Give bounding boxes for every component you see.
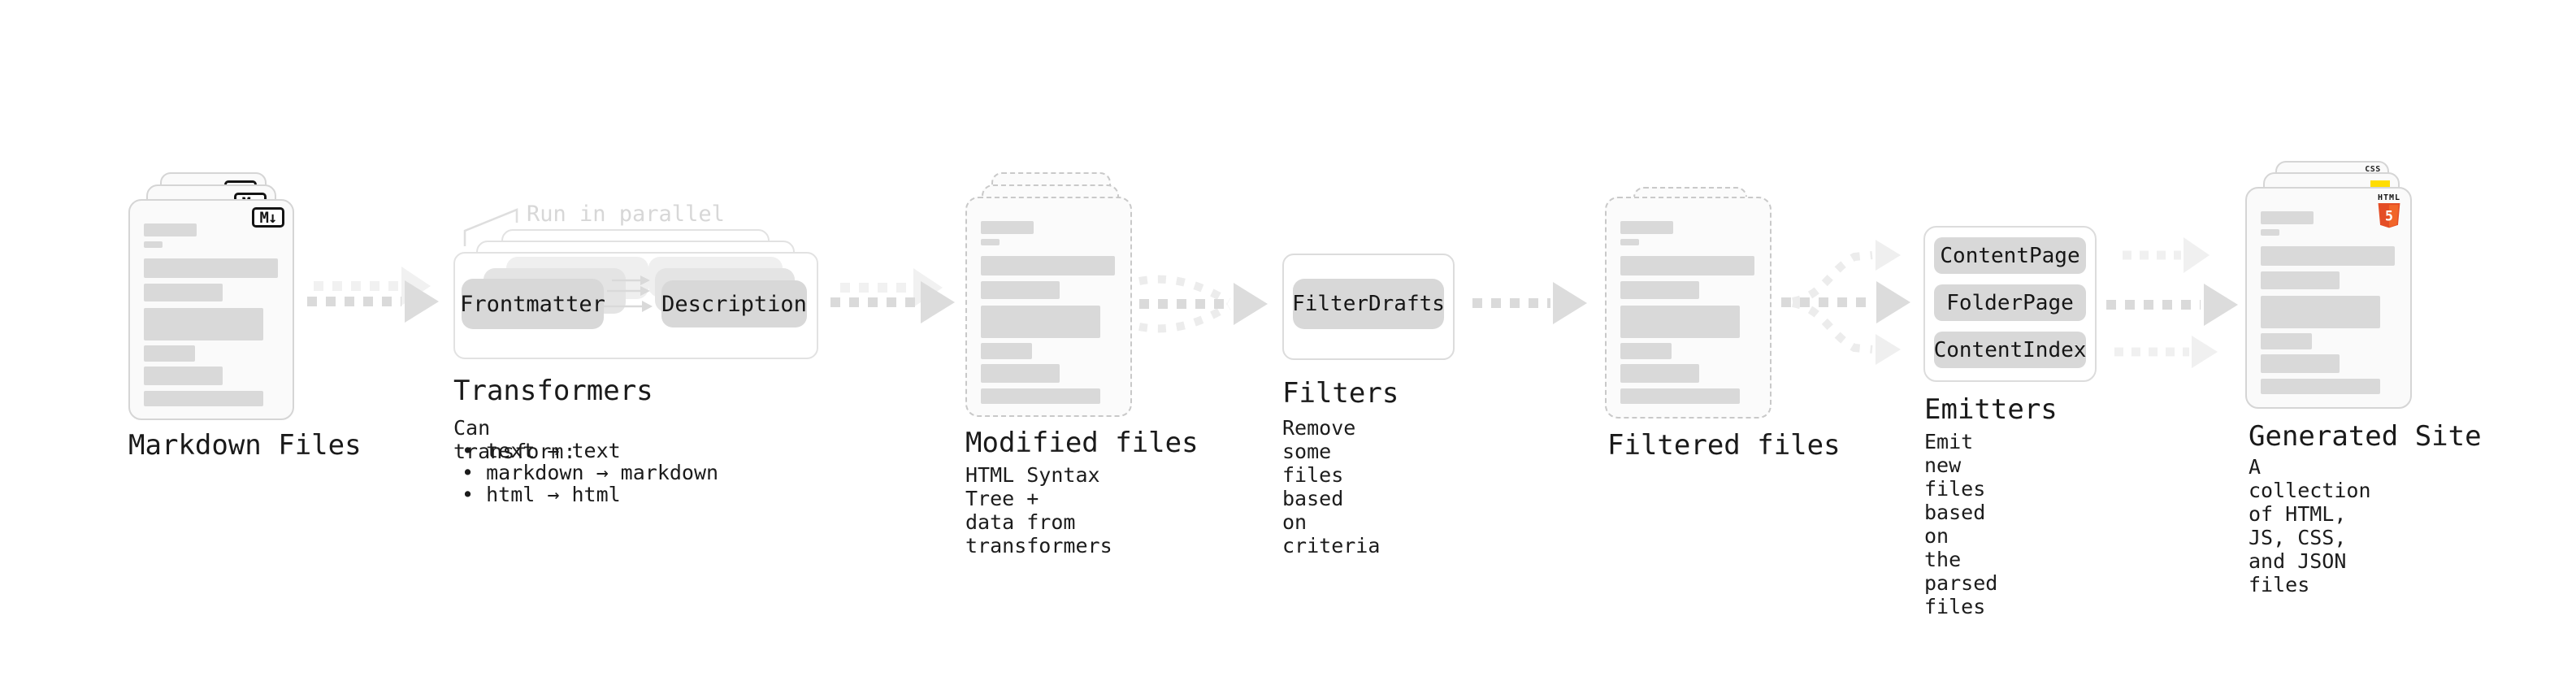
contentpage-pill: ContentPage	[1934, 237, 2086, 274]
filterdrafts-pill: FilterDrafts	[1292, 279, 1445, 329]
description-pill: Description	[661, 280, 807, 327]
generated-site-label: Generated Site	[2249, 420, 2482, 453]
modified-files-desc: HTML Syntax Tree + data from transformer…	[965, 463, 1112, 557]
arrow-modified-to-filters	[1138, 275, 1268, 333]
html5-shield: 5	[2378, 203, 2400, 228]
document-text-lines	[1620, 221, 1756, 404]
markdown-icon: M↓	[252, 207, 284, 228]
filtered-files-label: Filtered files	[1607, 429, 1841, 462]
js-icon	[2370, 180, 2390, 189]
arrow-emitters-to-generated	[2106, 237, 2238, 368]
modified-doc-front	[965, 197, 1132, 417]
contentindex-pill: ContentIndex	[1934, 332, 2086, 368]
arrow-transformers-to-modified	[830, 268, 955, 323]
transformers-bullet-list: • text → text • markdown → markdown • ht…	[462, 440, 718, 505]
bullet-item: • html → html	[462, 483, 621, 506]
frontmatter-pill: Frontmatter	[460, 279, 605, 329]
transformers-label: Transformers	[453, 375, 653, 407]
markdown-doc-front: M↓	[128, 199, 294, 420]
emitters-label: Emitters	[1924, 393, 2058, 426]
transformers-desc-title: Can transform:	[453, 416, 576, 463]
document-text-lines	[144, 223, 279, 406]
arrow-filters-to-filtered	[1472, 282, 1587, 324]
arrow-filtered-to-emitters	[1781, 240, 1910, 365]
markdown-files-label: Markdown Files	[128, 429, 362, 462]
arrow-markdown-to-transformers	[307, 267, 439, 323]
run-in-parallel-note: Run in parallel	[527, 202, 725, 227]
html5-icon: HTML 5	[2375, 193, 2403, 228]
generated-doc-html: HTML 5	[2245, 187, 2412, 409]
bullet-item: • text → text	[462, 439, 621, 462]
emitters-desc: Emit new files based on the parsed files	[1924, 430, 1998, 618]
bullet-item: • markdown → markdown	[462, 461, 719, 484]
folderpage-pill: FolderPage	[1934, 284, 2086, 321]
filters-desc: Remove some files based on criteria	[1282, 416, 1381, 557]
filtered-doc-front	[1605, 197, 1772, 419]
css-icon-label: CSS	[2365, 165, 2381, 174]
html5-icon-label: HTML	[2377, 193, 2401, 202]
document-text-lines	[2261, 211, 2396, 394]
generated-site-desc: A collection of HTML, JS, CSS, and JSON …	[2249, 455, 2371, 596]
modified-files-label: Modified files	[965, 427, 1199, 459]
document-text-lines	[981, 221, 1117, 404]
svg-text:5: 5	[2385, 209, 2393, 224]
filters-label: Filters	[1282, 377, 1399, 410]
